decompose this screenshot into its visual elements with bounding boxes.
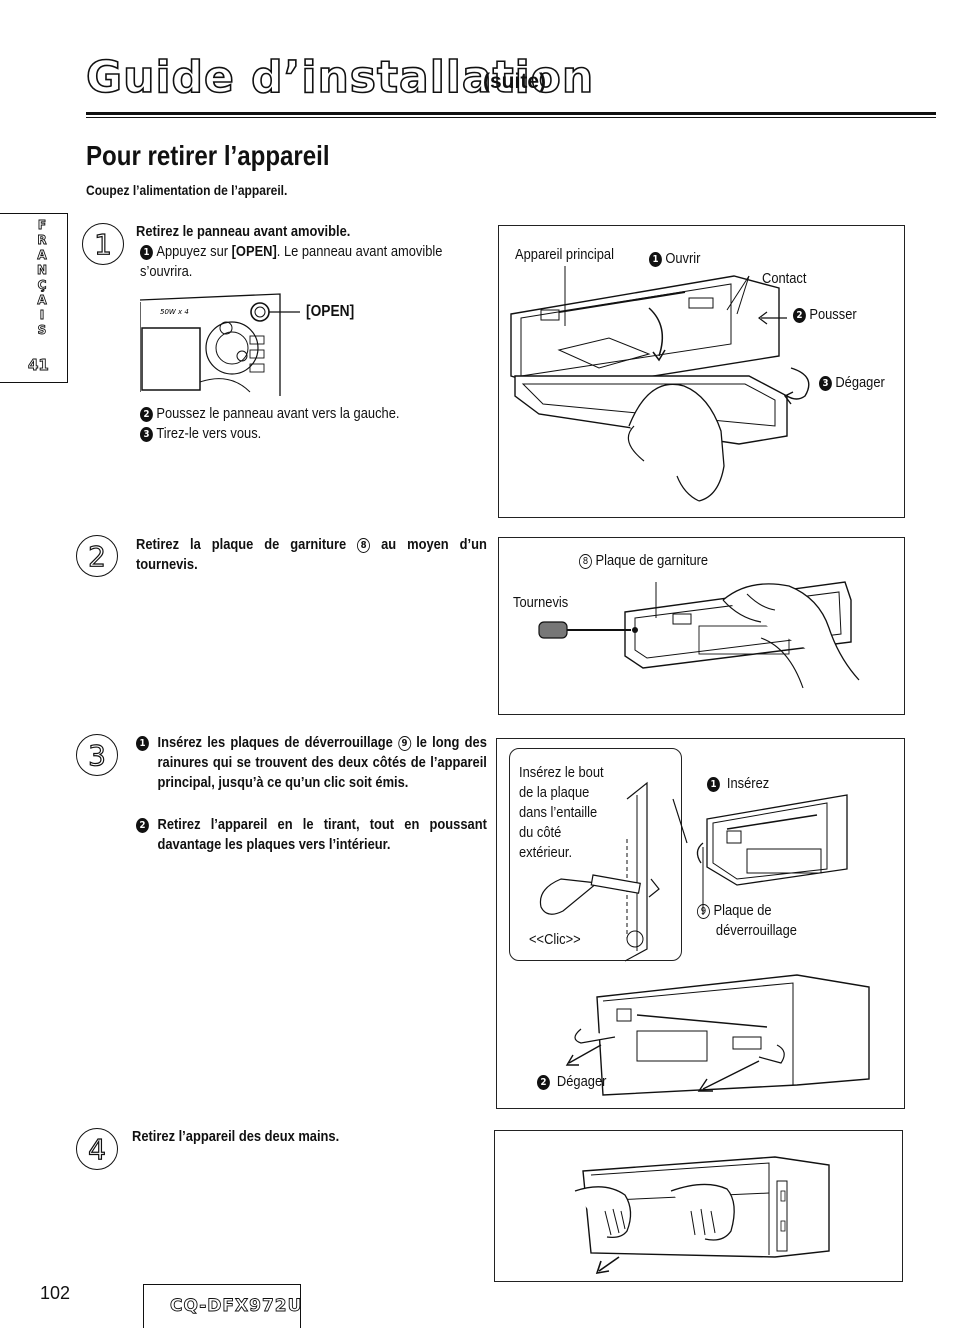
inset-line: dans l’entaille xyxy=(519,804,598,821)
page-title-suite: (suite) xyxy=(483,70,546,93)
step3-item1-text: Insérez les plaques de déverrouillage 9 … xyxy=(158,733,487,793)
label-main-unit: Appareil principal xyxy=(515,246,614,263)
section-title: Pour retirer l’appareil xyxy=(86,140,330,171)
step1-item1-key: [OPEN] xyxy=(231,243,277,260)
label-push-text: Pousser xyxy=(809,306,857,323)
label-insert-text: Insérez xyxy=(726,775,770,792)
language-tab-letters: F R A N Ç A I S xyxy=(30,218,54,338)
inset-line: du côté xyxy=(519,824,562,841)
tab-letter: Ç xyxy=(37,278,47,293)
tab-letter: A xyxy=(37,293,47,308)
step1-item1-pre: Appuyez sur xyxy=(156,243,232,260)
label-plate-line1: Plaque de xyxy=(713,902,772,919)
label-release-unit: 2 Dégager xyxy=(537,1073,606,1090)
page-title: Guide d’installation xyxy=(85,51,595,104)
step1-heading: Retirez le panneau avant amovible. xyxy=(136,223,351,240)
step2-heading: Retirez la plaque de garniture 8 au moye… xyxy=(136,535,487,575)
figure-remove-trim-plate: 8 Plaque de garniture Tournevis xyxy=(498,537,905,715)
release-plates-drawing xyxy=(539,781,870,1096)
tab-letter: A xyxy=(37,248,47,263)
open-button-label: [OPEN] xyxy=(306,303,355,320)
step3-item2-num: 2 xyxy=(136,818,149,833)
device-power-text: 50W x 4 xyxy=(160,308,189,316)
label-release-num: 3 xyxy=(819,376,832,391)
step1-item3-text: Tirez-le vers vous. xyxy=(156,425,262,442)
label-insert: 1 Insérez xyxy=(707,775,769,792)
step-number-2: 2 xyxy=(76,535,118,577)
label-insert-num: 1 xyxy=(707,777,720,792)
inset-line: Insérez le bout xyxy=(519,764,604,781)
model-box xyxy=(143,1284,301,1328)
step3-item1-b: le long des rainures qui se trouvent des… xyxy=(157,734,487,791)
inset-instruction: Insérez le bout de la plaque dans l’enta… xyxy=(519,763,604,863)
label-open-text: Ouvrir xyxy=(665,250,701,267)
language-tab xyxy=(0,213,68,383)
step3-item1: 1 Insérez les plaques de déverrouillage … xyxy=(136,733,487,793)
section-subtitle: Coupez l’alimentation de l’appareil. xyxy=(86,182,288,198)
label-click: <<Clic>> xyxy=(529,931,581,948)
step1-item2-num: 2 xyxy=(140,407,153,422)
step2-heading-a: Retirez la plaque de garniture xyxy=(136,536,358,553)
step-number-4: 4 xyxy=(76,1128,118,1170)
figure-remove-unit-hands xyxy=(494,1130,903,1282)
label-release-unit-num: 2 xyxy=(537,1075,550,1090)
step-number-3: 3 xyxy=(76,734,118,776)
tab-letter: S xyxy=(37,323,47,338)
step3-item2: 2 Retirez l’appareil en le tirant, tout … xyxy=(136,815,487,855)
header-rule xyxy=(86,112,936,115)
trim-plate-drawing xyxy=(538,581,860,689)
header-rule-thin xyxy=(86,117,936,118)
model-number: CQ-DFX972U xyxy=(170,1296,303,1317)
language-tab-page: 41 xyxy=(28,356,50,375)
label-release-text: Dégager xyxy=(835,374,885,391)
inset-line: extérieur. xyxy=(519,844,573,861)
label-plate-ref: 9 xyxy=(697,904,710,919)
label-release-unit-text: Dégager xyxy=(556,1073,607,1090)
tab-letter: N xyxy=(36,263,48,278)
page-number: 102 xyxy=(40,1283,71,1303)
label-plate-line2: déverrouillage xyxy=(715,922,797,939)
inset-line: de la plaque xyxy=(519,784,590,801)
step2-heading-b: au moyen d’un tournevis. xyxy=(136,536,487,573)
tab-letter: I xyxy=(39,308,45,323)
label-trim-text: Plaque de garniture xyxy=(595,552,709,569)
step3-item2-text: Retirez l’appareil en le tirant, tout en… xyxy=(157,816,487,853)
label-trim-ref: 8 xyxy=(579,554,592,569)
figure-release-plates: Insérez le bout de la plaque dans l’enta… xyxy=(496,738,905,1109)
step1-item1-post: . Le panneau avant amovible s’ouvrira. xyxy=(140,243,443,280)
label-push-num: 2 xyxy=(793,308,806,323)
remove-unit-drawing xyxy=(574,1156,830,1275)
step1-item1-num: 1 xyxy=(140,245,153,260)
label-trim-plate: 8 Plaque de garniture xyxy=(579,552,708,569)
label-contact: Contact xyxy=(762,270,807,287)
label-release-plate: 9 Plaque de déverrouillage xyxy=(697,901,797,941)
inset-detail xyxy=(509,748,682,961)
step1-item3-num: 3 xyxy=(140,427,153,442)
label-screwdriver: Tournevis xyxy=(513,594,569,611)
tab-letter: R xyxy=(37,233,47,248)
step1-item2-text: Poussez le panneau avant vers la gauche. xyxy=(156,405,400,422)
label-open-num: 1 xyxy=(649,252,662,267)
step4-heading: Retirez l’appareil des deux mains. xyxy=(132,1128,340,1145)
open-button-illustration: 50W x 4 xyxy=(140,293,300,396)
step3-item1-ref: 9 xyxy=(398,736,411,751)
front-panel-drawing xyxy=(510,266,810,502)
step2-heading-ref: 8 xyxy=(357,538,371,553)
step3-item1-a: Insérez les plaques de déverrouillage xyxy=(157,734,399,751)
step3-item1-num: 1 xyxy=(136,736,149,751)
tab-letter: F xyxy=(37,218,47,233)
step-number-1: 1 xyxy=(82,223,124,265)
